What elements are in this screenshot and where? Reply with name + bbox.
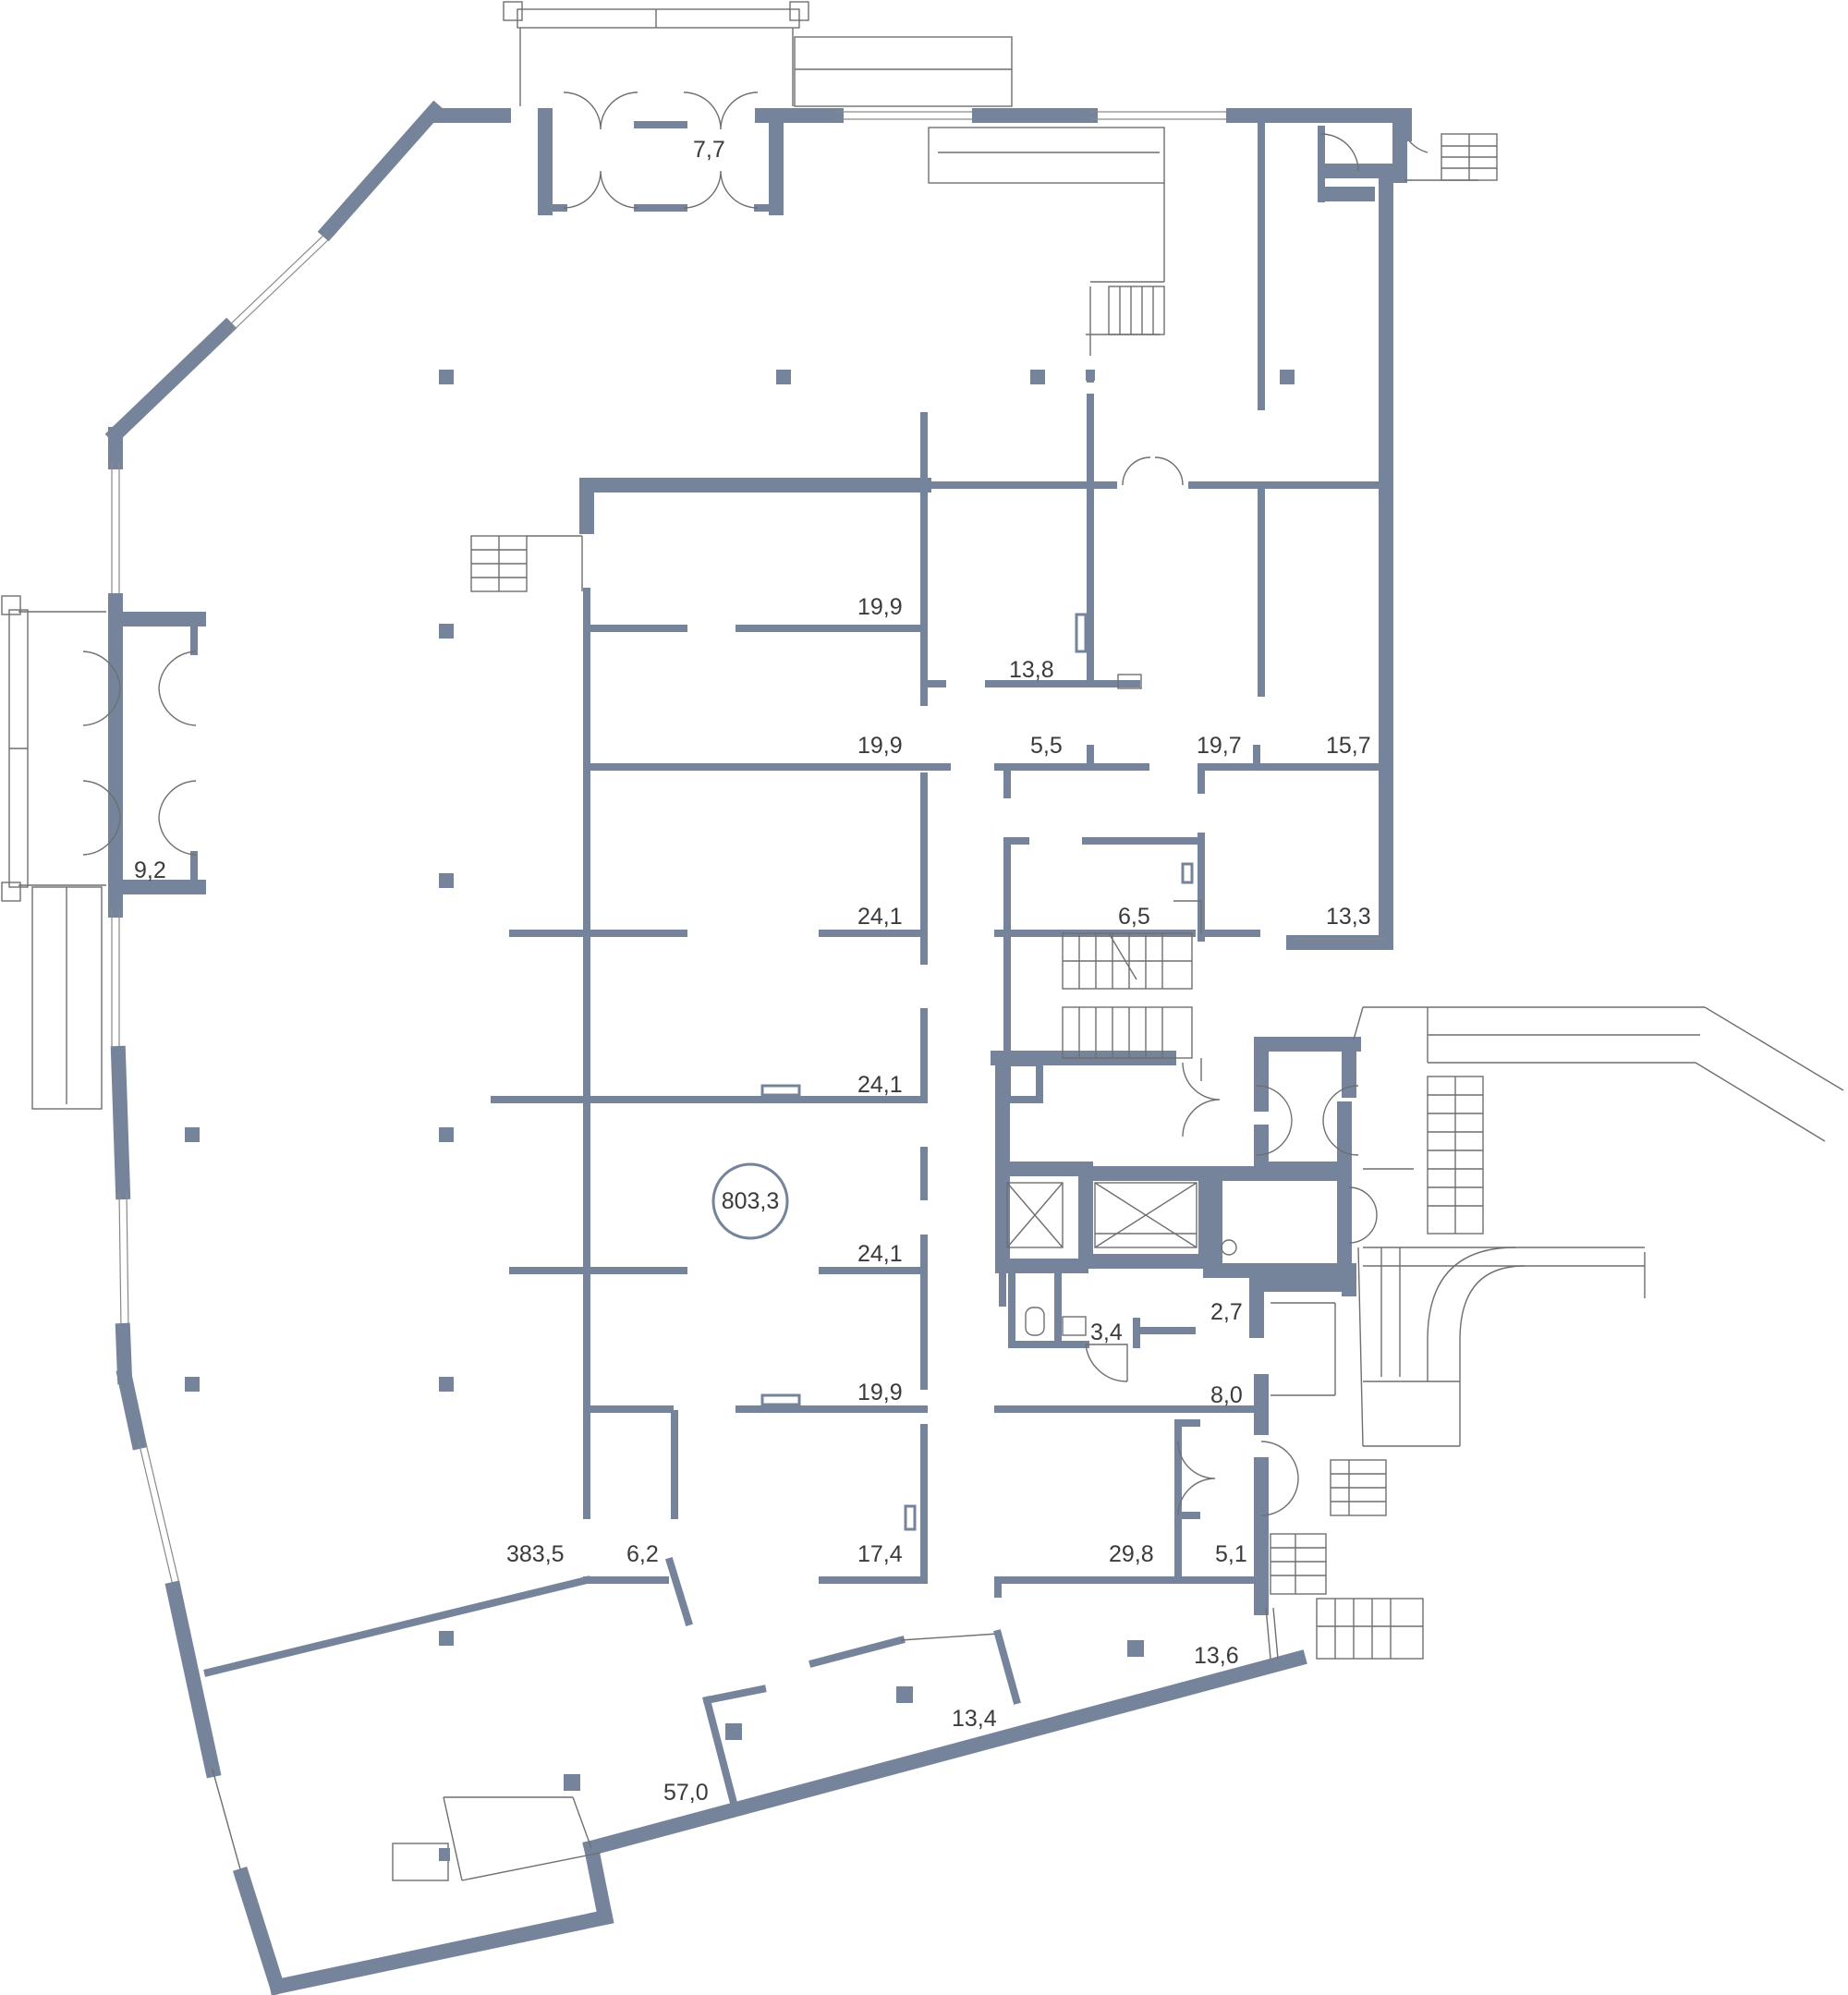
area-label: 57,0 [663, 1780, 709, 1806]
total-area-label: 803,3 [722, 1188, 780, 1214]
area-label: 3,4 [1090, 1320, 1123, 1345]
area-label: 13,3 [1326, 904, 1371, 930]
area-label: 19,9 [857, 594, 903, 620]
area-label: 24,1 [857, 1241, 903, 1267]
area-label: 5,5 [1030, 733, 1063, 759]
area-label: 17,4 [857, 1541, 903, 1567]
area-label: 15,7 [1326, 733, 1371, 759]
area-label: 6,2 [626, 1541, 659, 1567]
area-label: 2,7 [1210, 1299, 1243, 1325]
top-entrance [503, 1, 1165, 356]
interior-walls [203, 121, 1390, 1881]
area-label: 9,2 [134, 858, 166, 883]
area-label: 7,7 [693, 137, 725, 163]
area-label: 8,0 [1210, 1382, 1243, 1408]
outer-walls [104, 100, 1407, 1995]
area-label: 19,9 [857, 733, 903, 759]
area-label: 24,1 [857, 904, 903, 930]
area-label: 19,7 [1197, 733, 1242, 759]
area-label: 24,1 [857, 1072, 903, 1098]
area-label: 19,9 [857, 1380, 903, 1405]
area-label: 5,1 [1215, 1541, 1247, 1567]
columns [185, 370, 1295, 1861]
total-area-marker: 803,3 [711, 1162, 789, 1240]
area-label: 6,5 [1118, 904, 1150, 930]
area-label: 383,5 [506, 1541, 565, 1567]
area-label: 13,6 [1194, 1643, 1239, 1669]
left-entrance [1, 595, 206, 1110]
area-label: 13,4 [952, 1706, 997, 1732]
room-labels: 7,7 9,2 383,5 19,9 19,9 13,8 5,5 19,7 15… [134, 137, 1371, 1806]
area-label: 29,8 [1109, 1541, 1154, 1567]
service-core [470, 108, 1844, 1660]
area-label: 13,8 [1009, 657, 1054, 683]
